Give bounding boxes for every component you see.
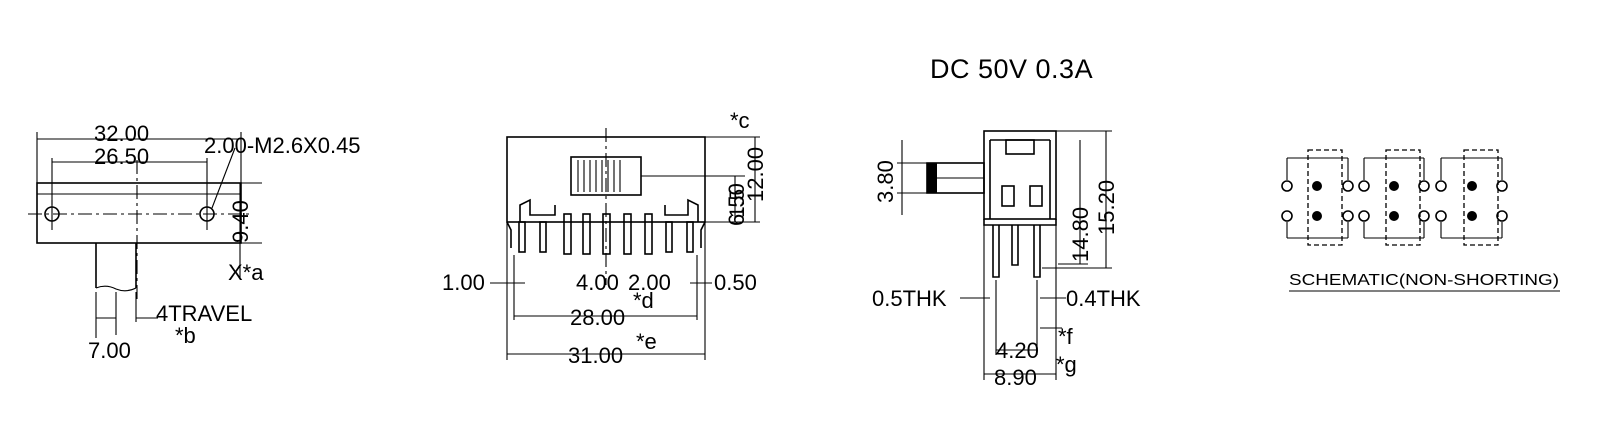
top-view <box>490 128 760 360</box>
top-pins-span: 28.00 <box>570 305 625 330</box>
top-overall: 31.00 <box>568 343 623 368</box>
side-note-g: *g <box>1056 352 1077 377</box>
side-height-1480: 14.80 <box>1068 207 1093 262</box>
side-height-1520: 15.20 <box>1094 180 1119 235</box>
front-height: 9.40 <box>228 200 253 243</box>
top-dim-650: 6.50 <box>724 183 749 226</box>
front-hole-spacing: 26.50 <box>94 144 149 169</box>
schematic-group-1 <box>1281 149 1354 246</box>
side-thk-left: 0.5THK <box>872 286 947 311</box>
side-width-890: 8.90 <box>994 365 1037 390</box>
front-body <box>36 182 242 244</box>
side-view <box>897 130 1112 380</box>
side-knob-height: 3.80 <box>873 160 898 203</box>
top-dim-15: 1.5 <box>726 189 749 218</box>
side-body <box>983 130 1057 220</box>
side-pin-right <box>1033 225 1041 278</box>
side-thk-right: 0.4THK <box>1066 286 1141 311</box>
schematic <box>1281 149 1560 292</box>
top-dim-100: 1.00 <box>442 270 485 295</box>
top-note-e: *e <box>636 329 657 354</box>
top-pitch-200: 2.00 <box>628 270 671 295</box>
top-dim-050: 0.50 <box>714 270 757 295</box>
side-pitch-420: 4.20 <box>996 338 1039 363</box>
top-note-d: *d <box>633 288 654 313</box>
front-note-b: *b <box>175 323 196 348</box>
front-note-a: X*a <box>228 260 264 285</box>
top-dim-1200: 12.00 <box>743 147 768 202</box>
top-pins <box>518 213 694 255</box>
front-overall-width: 32.00 <box>94 121 149 146</box>
front-travel: 4TRAVEL <box>156 301 252 326</box>
front-mount-holes: 2.00-M2.6X0.45 <box>204 133 361 158</box>
top-pitch-400: 4.00 <box>576 270 619 295</box>
top-note-c: *c <box>730 108 750 133</box>
front-knob-offset: 7.00 <box>88 338 131 363</box>
schematic-label: SCHEMATIC(NON-SHORTING) <box>1289 272 1559 289</box>
front-view <box>28 132 262 338</box>
side-note-f: *f <box>1058 324 1074 349</box>
schematic-group-3 <box>1435 149 1508 246</box>
rating-label: DC 50V 0.3A <box>930 54 1093 84</box>
schematic-group-2 <box>1358 149 1430 246</box>
side-pin-left <box>992 225 1000 278</box>
front-knob <box>95 243 137 288</box>
